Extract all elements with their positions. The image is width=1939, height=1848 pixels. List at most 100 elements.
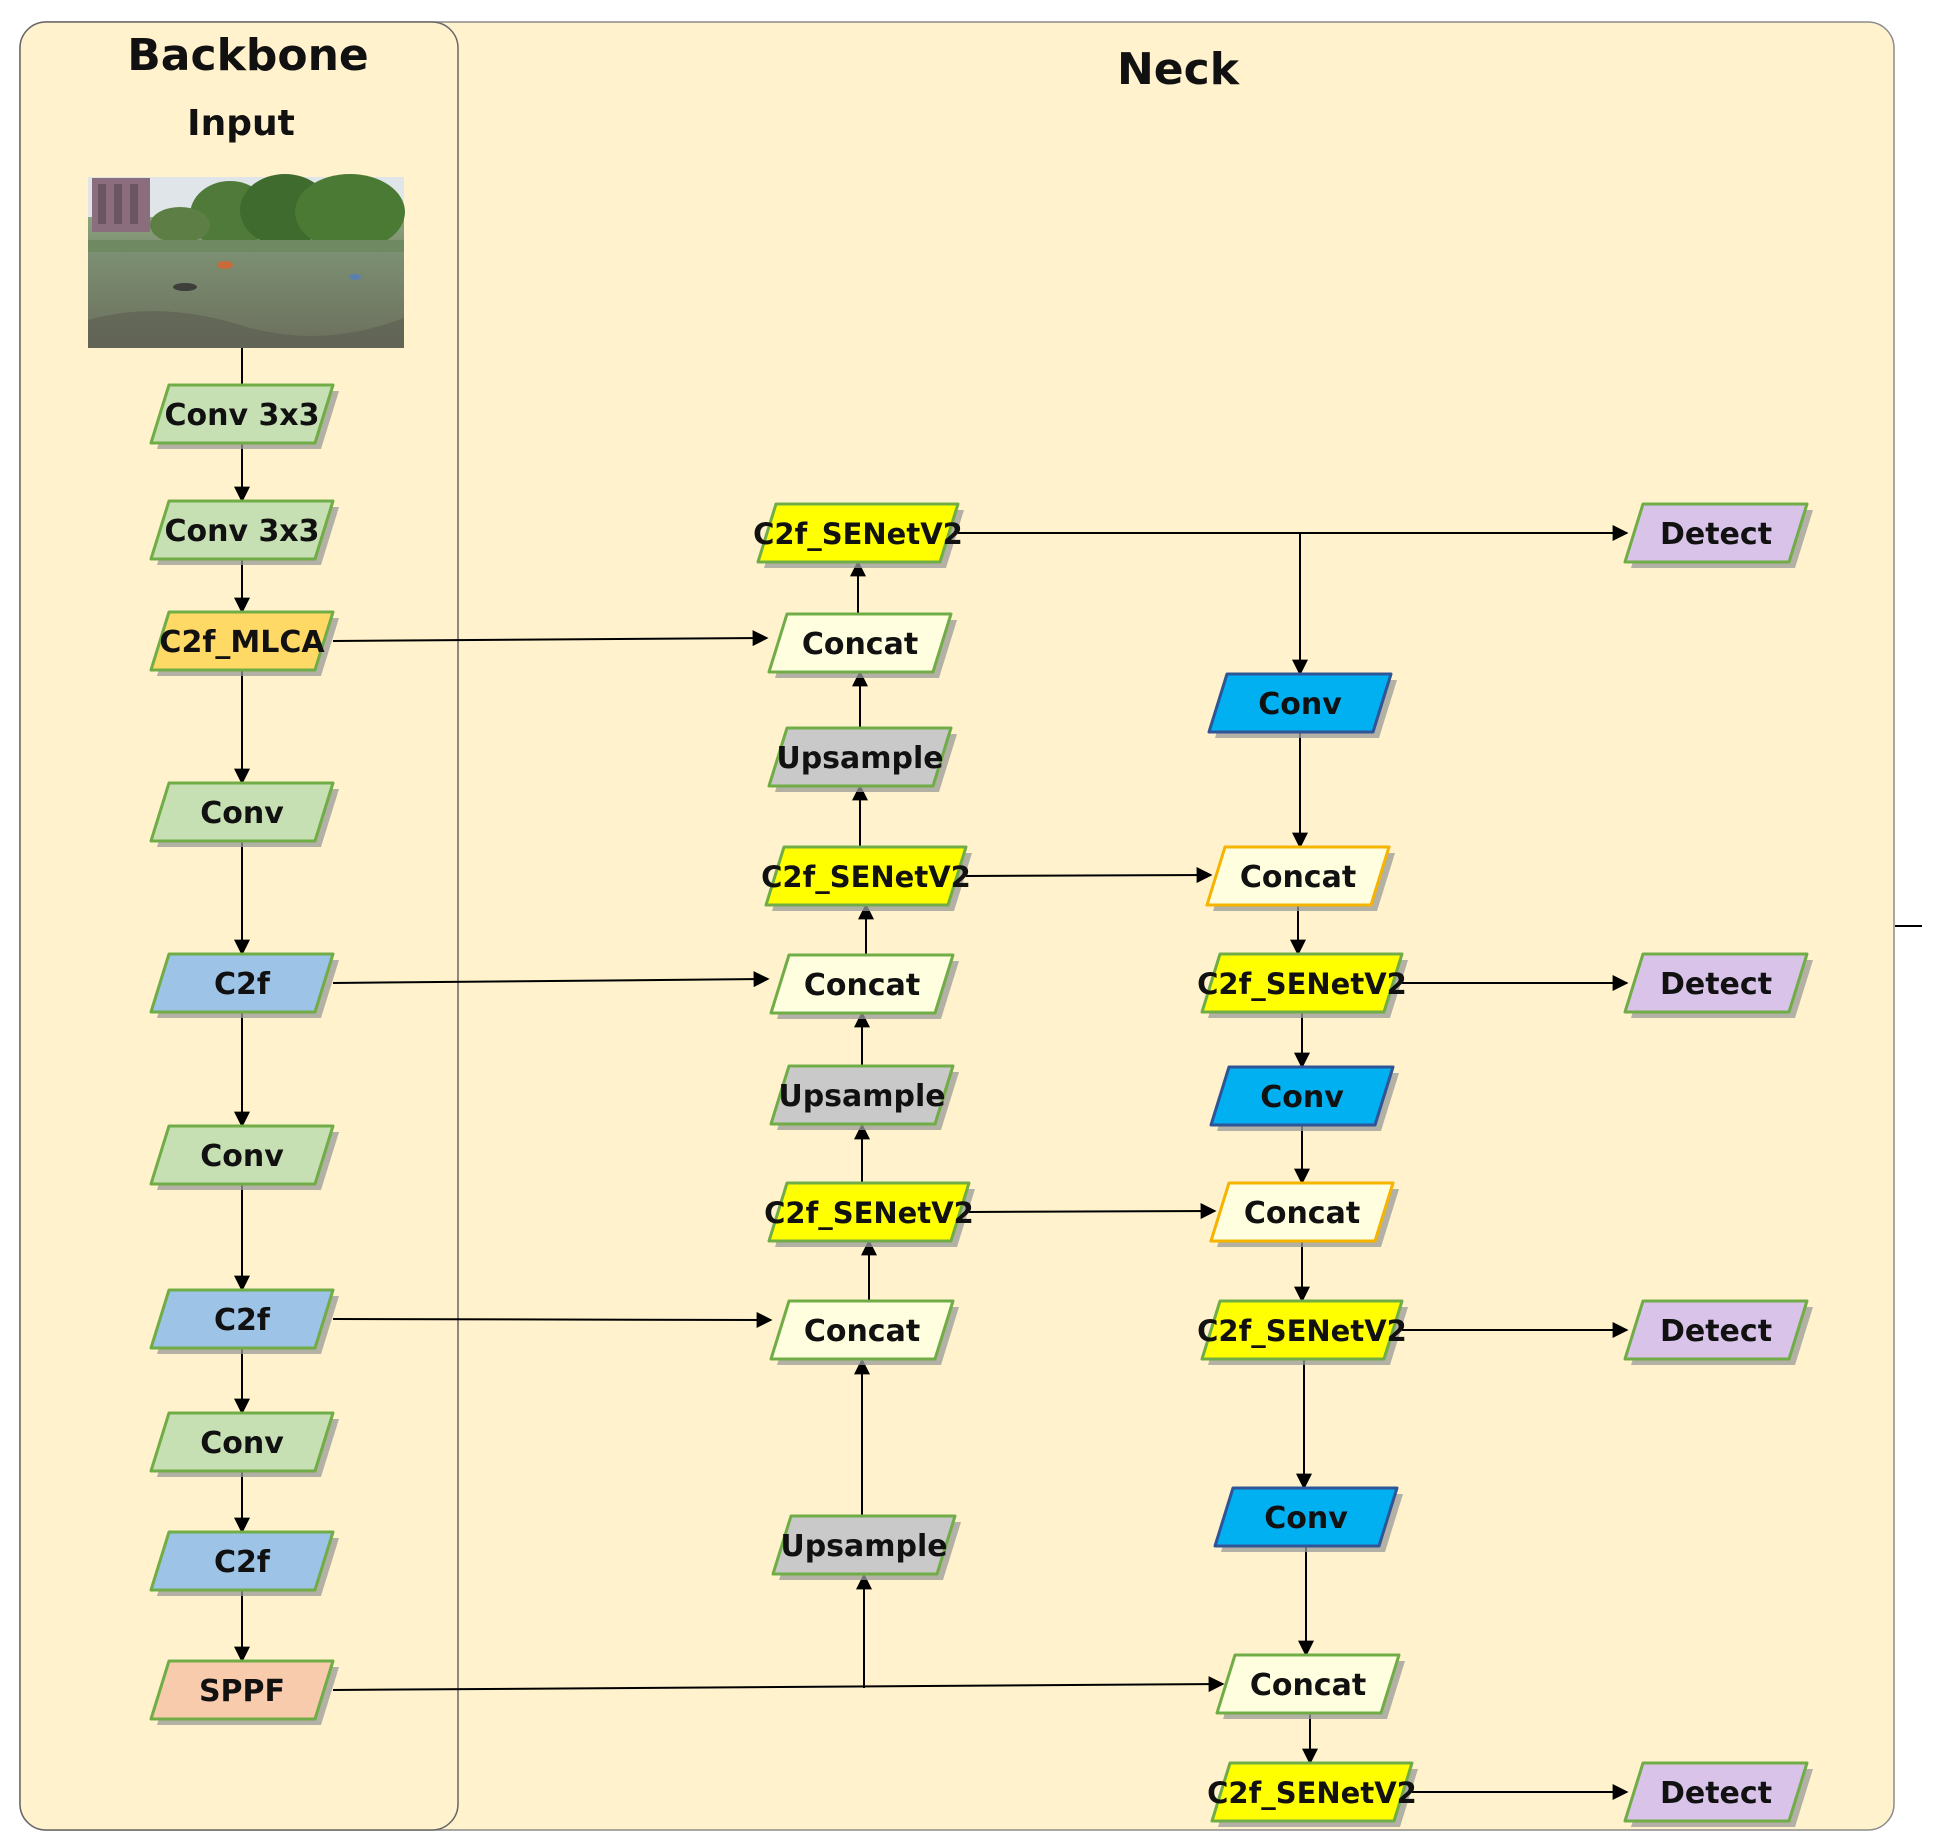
node-r_cat1: Concat bbox=[1205, 845, 1395, 911]
node-label: Conv bbox=[1258, 687, 1342, 722]
node-shape bbox=[149, 610, 335, 672]
node-label: C2f_MLCA bbox=[159, 625, 325, 660]
node-shape bbox=[1623, 1761, 1809, 1823]
input-title: Input bbox=[187, 103, 295, 144]
connector bbox=[332, 1676, 1225, 1693]
node-r_cat2: Concat bbox=[1209, 1181, 1399, 1247]
input-image bbox=[88, 174, 405, 348]
connections bbox=[234, 348, 1629, 1800]
node-label: C2f_SENetV2 bbox=[761, 860, 971, 894]
node-n_cat1: Concat bbox=[767, 612, 957, 678]
node-shape bbox=[149, 1659, 335, 1721]
connector bbox=[332, 1311, 773, 1328]
node-shape bbox=[1200, 952, 1404, 1014]
node-label: SPPF bbox=[199, 1674, 285, 1709]
node-shape bbox=[1623, 1299, 1809, 1361]
node-label: Upsample bbox=[778, 1079, 945, 1114]
node-n_up2: Upsample bbox=[769, 1064, 959, 1130]
node-label: Conv 3x3 bbox=[164, 398, 319, 433]
node-label: Conv bbox=[200, 1139, 284, 1174]
node-label: C2f bbox=[214, 967, 271, 1002]
node-shape bbox=[149, 1124, 335, 1186]
node-r_conv3: Conv bbox=[1213, 1486, 1403, 1552]
node-label: Detect bbox=[1660, 517, 1772, 552]
node-shape bbox=[149, 1288, 335, 1350]
node-label: Concat bbox=[804, 968, 920, 1003]
node-shape bbox=[1205, 845, 1391, 907]
node-label: C2f bbox=[214, 1545, 271, 1580]
node-label: C2f_SENetV2 bbox=[1197, 1314, 1407, 1348]
node-shape bbox=[1210, 1761, 1414, 1823]
node-shape bbox=[149, 383, 335, 445]
node-label: Concat bbox=[1244, 1196, 1360, 1231]
connector bbox=[965, 867, 1213, 884]
node-label: C2f_SENetV2 bbox=[753, 517, 963, 551]
node-shape bbox=[149, 1411, 335, 1473]
node-n_se3: C2f_SENetV2 bbox=[764, 1181, 975, 1247]
node-r_conv1: Conv bbox=[1207, 672, 1397, 738]
node-label: Conv bbox=[1260, 1080, 1344, 1115]
backbone-panel bbox=[19, 21, 459, 1831]
node-b_conv3: Conv bbox=[149, 781, 339, 847]
node-label: C2f_SENetV2 bbox=[1207, 1776, 1417, 1810]
node-n_up3: Upsample bbox=[771, 1514, 961, 1580]
node-shape bbox=[1623, 952, 1809, 1014]
node-label: Conv bbox=[200, 1426, 284, 1461]
node-b_sppf: SPPF bbox=[149, 1659, 339, 1725]
node-shape bbox=[149, 952, 335, 1014]
node-shape bbox=[767, 1181, 971, 1243]
node-n_cat3: Concat bbox=[769, 1299, 959, 1365]
node-shape bbox=[1200, 1299, 1404, 1361]
node-label: Detect bbox=[1660, 967, 1772, 1002]
connector bbox=[968, 1203, 1217, 1220]
node-label: Detect bbox=[1660, 1776, 1772, 1811]
node-b_mlca: C2f_MLCA bbox=[149, 610, 339, 676]
node-label: Concat bbox=[804, 1314, 920, 1349]
node-r_conv2: Conv bbox=[1209, 1065, 1399, 1131]
node-b_conv5: Conv bbox=[149, 1411, 339, 1477]
node-b_c2f2: C2f bbox=[149, 1288, 339, 1354]
node-shape bbox=[149, 499, 335, 561]
node-shape bbox=[756, 502, 960, 564]
connector bbox=[332, 630, 769, 647]
node-b_conv2: Conv 3x3 bbox=[149, 499, 339, 565]
node-shape bbox=[771, 1514, 957, 1576]
node-shape bbox=[1209, 1065, 1395, 1127]
node-shape bbox=[764, 845, 968, 907]
node-label: Conv bbox=[200, 796, 284, 831]
node-b_c2f1: C2f bbox=[149, 952, 339, 1018]
node-shape bbox=[767, 726, 953, 788]
node-n_se2: C2f_SENetV2 bbox=[761, 845, 972, 911]
node-shape bbox=[769, 1299, 955, 1361]
node-label: Concat bbox=[802, 627, 918, 662]
node-b_conv4: Conv bbox=[149, 1124, 339, 1190]
node-label: Detect bbox=[1660, 1314, 1772, 1349]
node-label: C2f_SENetV2 bbox=[764, 1196, 974, 1230]
node-shape bbox=[149, 1530, 335, 1592]
node-shape bbox=[1209, 1181, 1395, 1243]
node-label: Conv 3x3 bbox=[164, 514, 319, 549]
node-d3: Detect bbox=[1623, 1299, 1813, 1365]
node-n_cat2: Concat bbox=[769, 953, 959, 1019]
node-shape bbox=[769, 1064, 955, 1126]
node-b_c2f3: C2f bbox=[149, 1530, 339, 1596]
node-d1: Detect bbox=[1623, 502, 1813, 568]
node-label: Conv bbox=[1264, 1501, 1348, 1536]
node-label: Concat bbox=[1240, 860, 1356, 895]
node-shape bbox=[1623, 502, 1809, 564]
node-shape bbox=[767, 612, 953, 674]
node-d4: Detect bbox=[1623, 1761, 1813, 1827]
node-shape bbox=[1215, 1653, 1401, 1715]
node-r_se1: C2f_SENetV2 bbox=[1197, 952, 1408, 1018]
node-n_up1: Upsample bbox=[767, 726, 957, 792]
node-label: Concat bbox=[1250, 1668, 1366, 1703]
node-shape bbox=[1213, 1486, 1399, 1548]
node-label: C2f_SENetV2 bbox=[1197, 967, 1407, 1001]
connector bbox=[332, 971, 770, 988]
node-label: Upsample bbox=[776, 741, 943, 776]
node-r_cat3: Concat bbox=[1215, 1653, 1405, 1719]
node-label: C2f bbox=[214, 1303, 271, 1338]
neck-title: Neck bbox=[1117, 44, 1241, 95]
